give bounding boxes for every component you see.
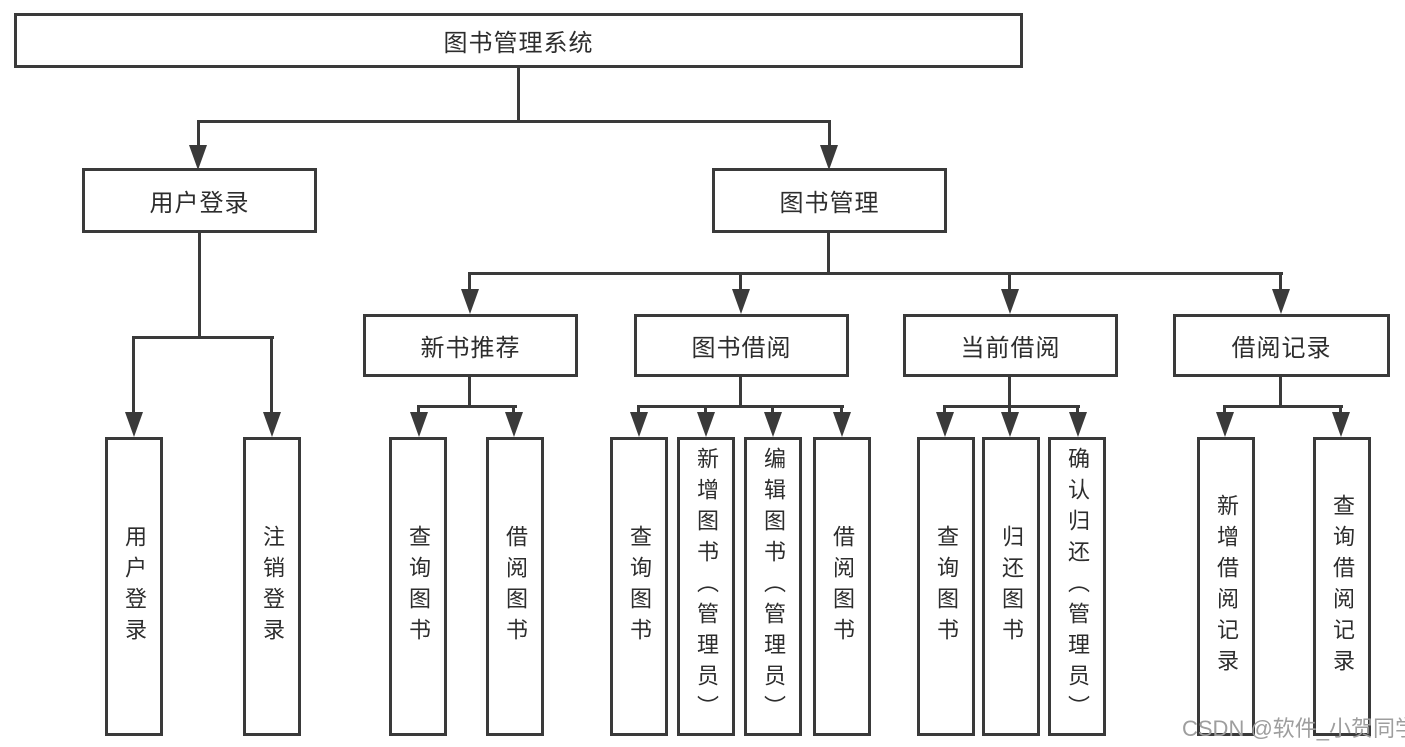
- connector-line: [943, 405, 1080, 408]
- connector-line: [132, 336, 135, 416]
- node-label: 借阅记录: [1231, 335, 1332, 362]
- connector-line: [468, 272, 1283, 275]
- connector-line: [943, 405, 946, 417]
- arrow-down: [630, 412, 648, 437]
- connector-line: [771, 405, 774, 417]
- leaf-label: 用户登录: [122, 524, 147, 649]
- connector-line: [704, 405, 707, 417]
- leaf-label: 新增图书（管理员）: [694, 447, 719, 726]
- connector-line: [1008, 405, 1011, 417]
- connector-line: [197, 120, 831, 123]
- arrow-down: [263, 412, 281, 437]
- node-current-borrowing: 当前借阅: [903, 314, 1118, 377]
- connector-line: [512, 405, 515, 417]
- connector-line: [517, 66, 520, 122]
- connector-line: [828, 120, 831, 146]
- arrow-down: [505, 412, 523, 437]
- node-book-management: 图书管理: [712, 168, 947, 233]
- arrow-down: [410, 412, 428, 437]
- leaf-label: 确认归还（管理员）: [1065, 447, 1090, 726]
- leaf-label: 新增借阅记录: [1214, 493, 1239, 680]
- node-label: 新书推荐: [420, 335, 521, 362]
- node-label: 用户登录: [149, 190, 250, 217]
- leaf-current-query-books: 查询图书: [917, 437, 975, 736]
- connector-line: [840, 405, 843, 417]
- connector-line: [739, 375, 742, 408]
- leaf-user-login: 用户登录: [105, 437, 163, 736]
- connector-line: [468, 375, 471, 408]
- node-label: 当前借阅: [960, 335, 1061, 362]
- arrow-down: [461, 289, 479, 314]
- leaf-label: 注销登录: [260, 524, 285, 649]
- leaf-current-return-books: 归还图书: [982, 437, 1040, 736]
- node-label: 图书管理系统: [443, 30, 594, 57]
- arrow-down: [820, 145, 838, 170]
- leaf-borrow-borrow-books: 借阅图书: [813, 437, 871, 736]
- connector-line: [132, 336, 274, 339]
- leaf-label: 查询图书: [934, 524, 959, 649]
- arrow-down: [1272, 289, 1290, 314]
- connector-line: [1008, 375, 1011, 408]
- connector-line: [1008, 272, 1011, 294]
- node-user-login: 用户登录: [82, 168, 317, 233]
- connector-line: [198, 231, 201, 338]
- node-label: 图书借阅: [691, 335, 792, 362]
- arrow-down: [189, 145, 207, 170]
- leaf-borrow-query-books: 查询图书: [610, 437, 668, 736]
- node-label: 图书管理: [779, 190, 880, 217]
- leaf-records-query-record: 查询借阅记录: [1313, 437, 1371, 736]
- arrow-down: [1001, 412, 1019, 437]
- leaf-label: 查询图书: [627, 524, 652, 649]
- connector-line: [1279, 272, 1282, 294]
- connector-line: [417, 405, 517, 408]
- arrow-down: [1001, 289, 1019, 314]
- arrow-down: [697, 412, 715, 437]
- node-root-library-system: 图书管理系统: [14, 13, 1023, 68]
- node-book-borrowing: 图书借阅: [634, 314, 849, 377]
- connector-line: [1223, 405, 1226, 417]
- watermark: CSDN @软件_小贺同学: [1182, 716, 1405, 741]
- leaf-logout: 注销登录: [243, 437, 301, 736]
- leaf-recommend-borrow-books: 借阅图书: [486, 437, 544, 736]
- arrow-down: [764, 412, 782, 437]
- leaf-label: 借阅图书: [503, 524, 528, 649]
- leaf-label: 查询借阅记录: [1330, 493, 1355, 680]
- leaf-records-add-record: 新增借阅记录: [1197, 437, 1255, 736]
- leaf-label: 借阅图书: [830, 524, 855, 649]
- connector-line: [270, 336, 273, 416]
- arrow-down: [125, 412, 143, 437]
- connector-line: [1076, 405, 1079, 417]
- leaf-label: 归还图书: [999, 524, 1024, 649]
- node-new-book-recommend: 新书推荐: [363, 314, 578, 377]
- connector-line: [739, 272, 742, 294]
- arrow-down: [1216, 412, 1234, 437]
- connector-line: [827, 231, 830, 275]
- arrow-down: [833, 412, 851, 437]
- connector-line: [1279, 375, 1282, 408]
- arrow-down: [1332, 412, 1350, 437]
- leaf-current-confirm-return-admin: 确认归还（管理员）: [1048, 437, 1106, 736]
- leaf-label: 编辑图书（管理员）: [761, 447, 786, 726]
- connector-line: [468, 272, 471, 294]
- arrow-down: [936, 412, 954, 437]
- arrow-down: [1069, 412, 1087, 437]
- connector-line: [197, 120, 200, 146]
- leaf-recommend-query-books: 查询图书: [389, 437, 447, 736]
- connector-line: [637, 405, 844, 408]
- leaf-borrow-edit-books-admin: 编辑图书（管理员）: [744, 437, 802, 736]
- node-borrowing-records: 借阅记录: [1173, 314, 1390, 377]
- connector-line: [637, 405, 640, 417]
- connector-line: [417, 405, 420, 417]
- leaf-label: 查询图书: [406, 524, 431, 649]
- leaf-borrow-add-books-admin: 新增图书（管理员）: [677, 437, 735, 736]
- connector-line: [1339, 405, 1342, 417]
- arrow-down: [732, 289, 750, 314]
- connector-line: [1223, 405, 1343, 408]
